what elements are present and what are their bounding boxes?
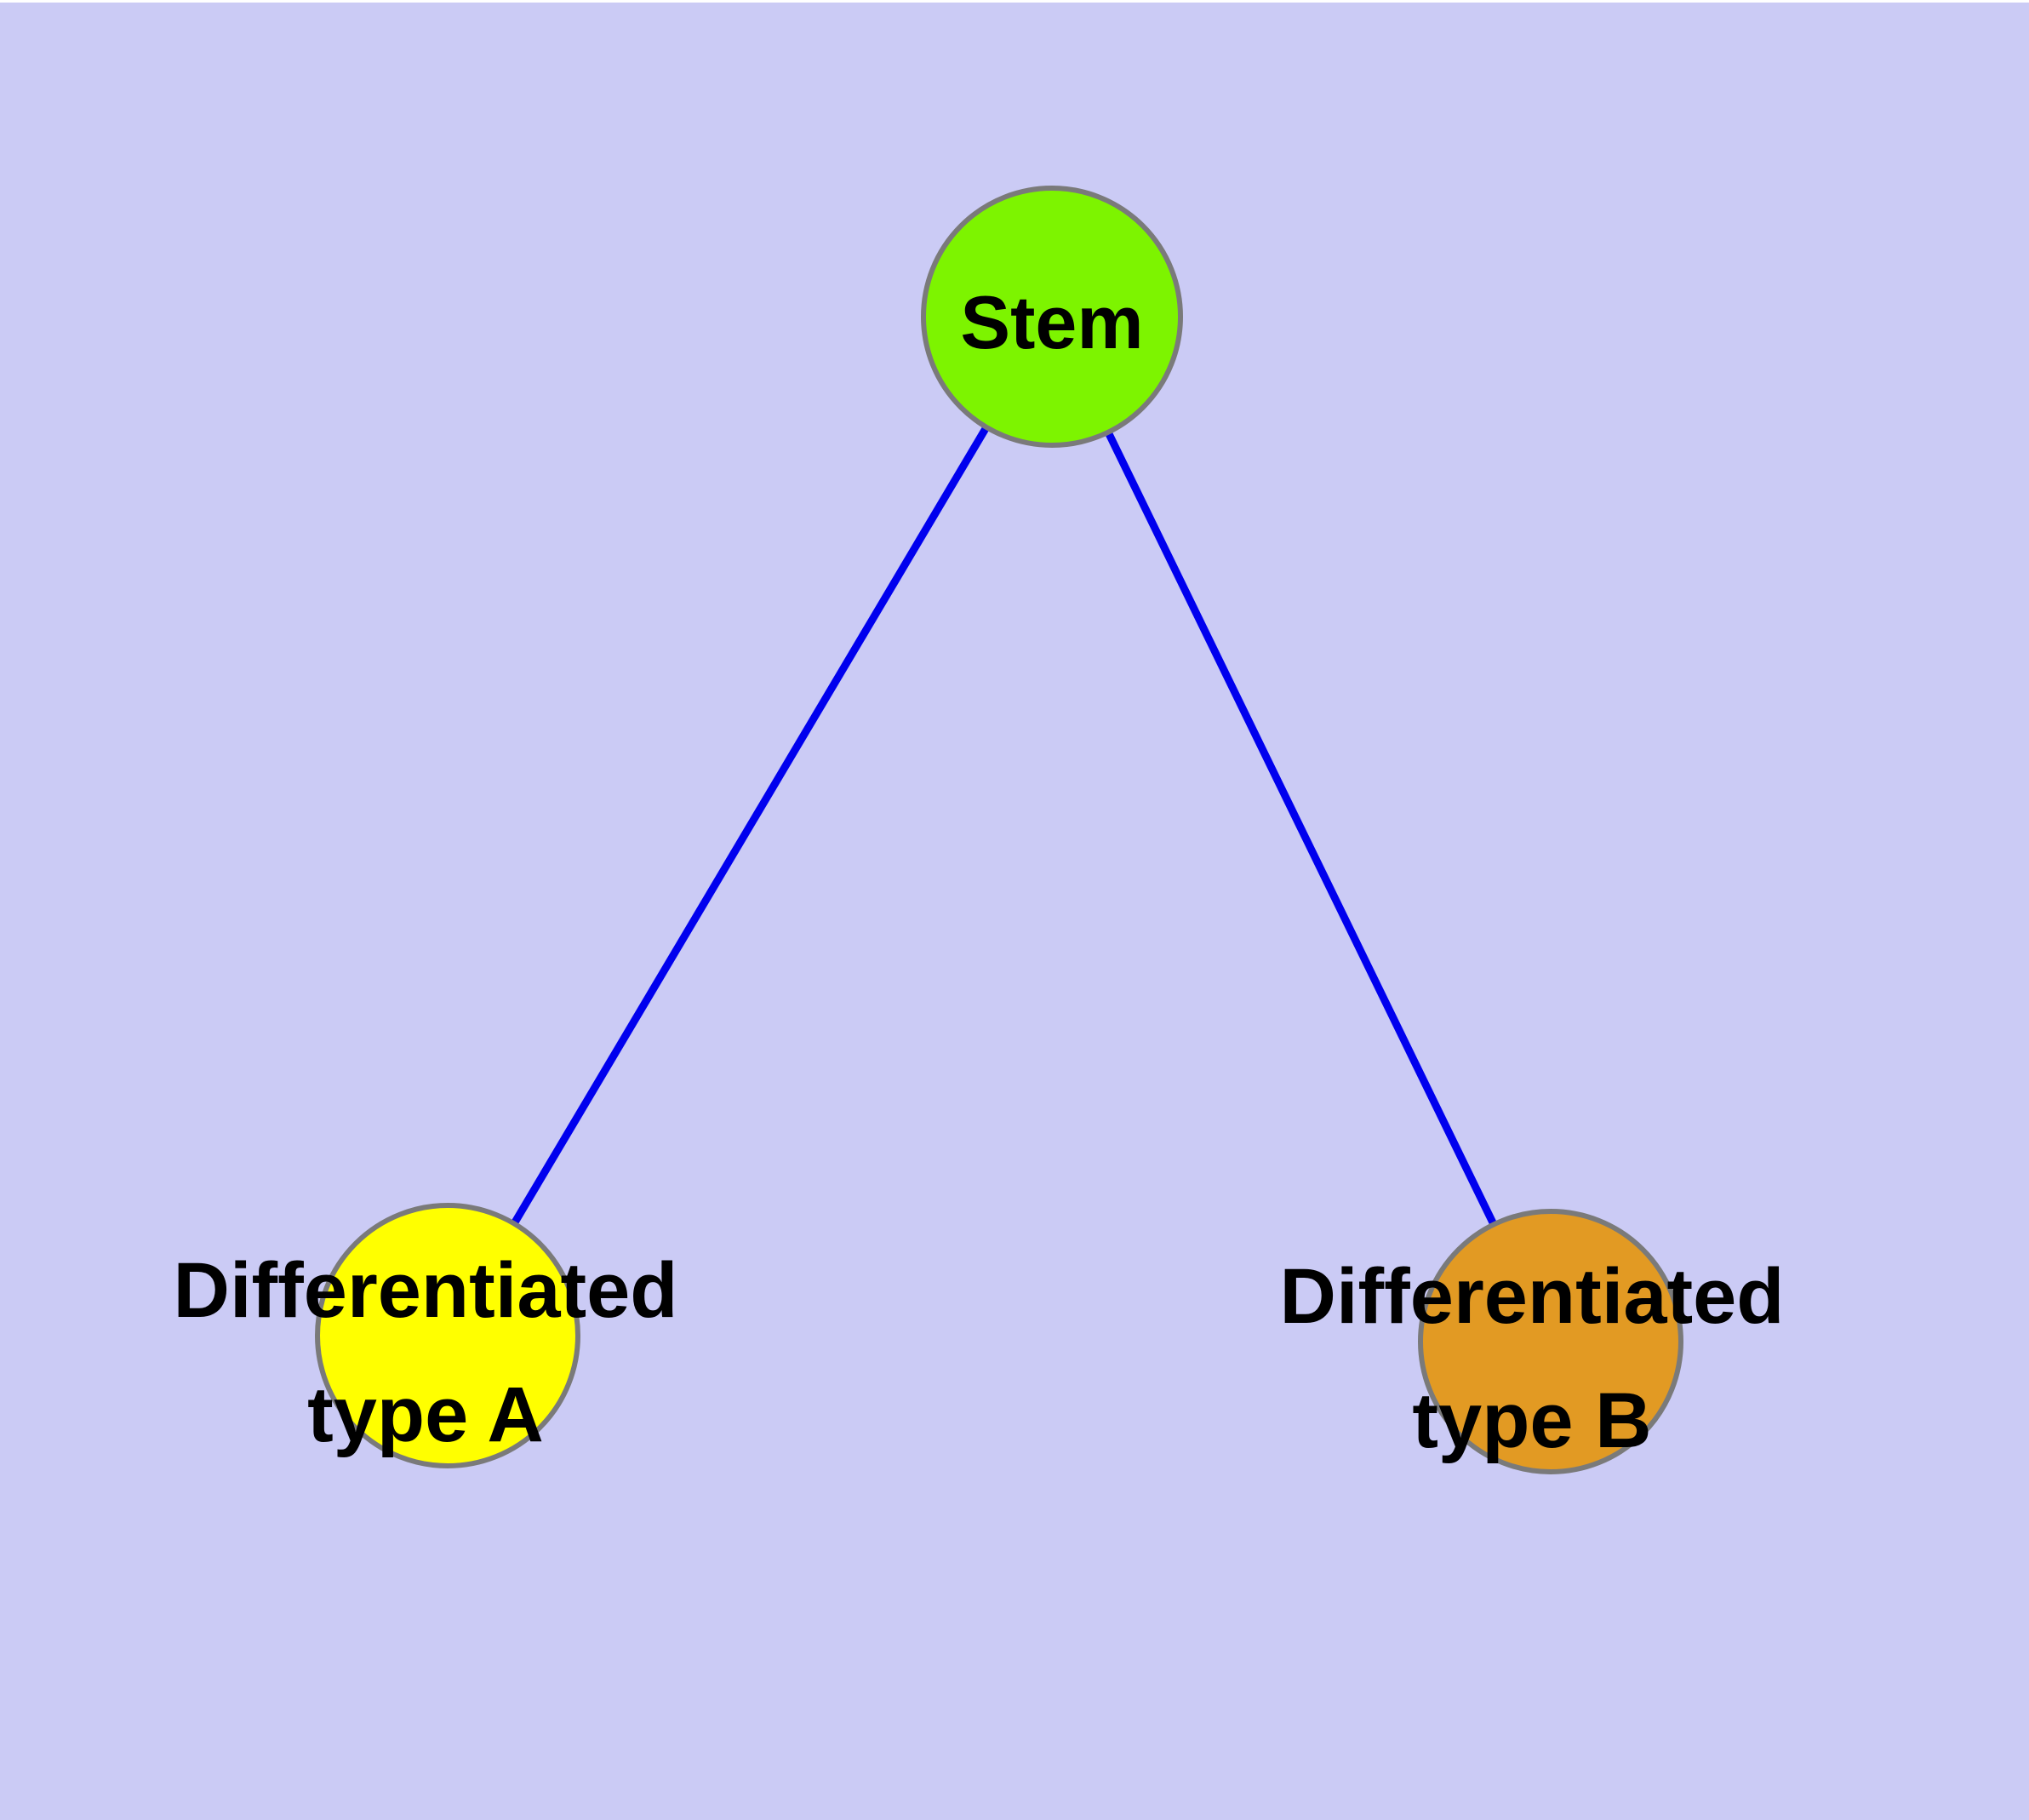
node-type-a-label-line1: Differentiated xyxy=(174,1247,678,1334)
node-type-b-label-line2: type B xyxy=(1412,1377,1651,1464)
edge-stem-to-type-a[interactable] xyxy=(444,314,1055,1338)
node-stem[interactable] xyxy=(921,186,1183,448)
node-stem-label: Stem xyxy=(960,280,1143,364)
node-differentiated-type-a[interactable] xyxy=(315,1203,580,1468)
edge-stem-to-type-b[interactable] xyxy=(1048,315,1555,1343)
top-edge-highlight xyxy=(0,0,2029,3)
node-type-a-label-line2: type A xyxy=(307,1371,544,1458)
node-differentiated-type-b[interactable] xyxy=(1418,1209,1683,1474)
node-type-b-label-line1: Differentiated xyxy=(1280,1253,1785,1340)
